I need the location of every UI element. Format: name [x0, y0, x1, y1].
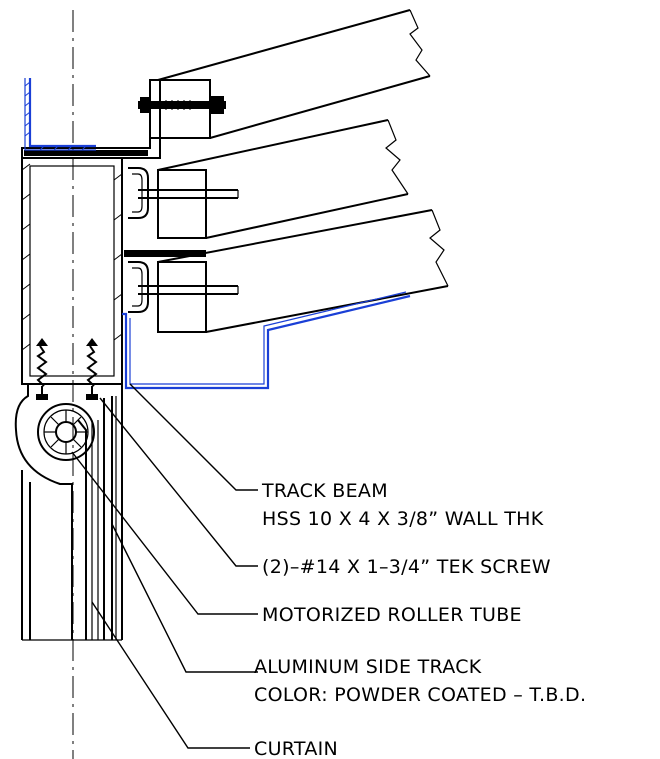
leader-lines: [71, 383, 258, 749]
middle-joist: [128, 119, 409, 239]
roller-tube-label: MOTORIZED ROLLER TUBE: [262, 604, 522, 626]
curtain-label: CURTAIN: [254, 738, 338, 759]
tek-screw-right: [86, 338, 98, 400]
lower-flashing: [122, 294, 411, 390]
callout-labels: TRACK BEAM HSS 10 X 4 X 3/8” WALL THK (2…: [254, 480, 586, 759]
lower-flashing-inner: [129, 291, 407, 385]
track-beam-spec: HSS 10 X 4 X 3/8” WALL THK: [262, 508, 544, 530]
curtain: [77, 419, 99, 640]
tek-screw-left: [36, 338, 48, 400]
top-joist: [138, 9, 431, 139]
roller-tube: [37, 403, 95, 461]
side-track: [14, 384, 123, 641]
side-track-color: COLOR: POWDER COATED – T.B.D.: [254, 684, 586, 706]
track-beam-label: TRACK BEAM: [261, 480, 388, 502]
tek-screw-label: (2)–#14 X 1–3/4” TEK SCREW: [262, 556, 551, 578]
lower-joist: [128, 209, 449, 333]
track-beam: [21, 157, 123, 385]
top-flashing: [24, 78, 96, 151]
spacer-plate: [124, 250, 206, 257]
side-track-label: ALUMINUM SIDE TRACK: [254, 656, 482, 678]
